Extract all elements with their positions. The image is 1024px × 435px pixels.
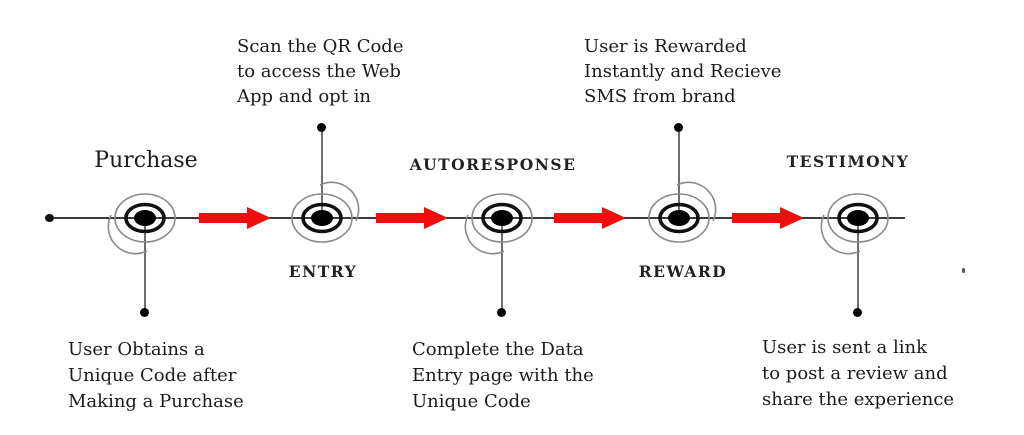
connector-line-testimony	[857, 218, 859, 310]
connector-line-entry	[321, 131, 323, 218]
annotation-line: Instantly and Recieve	[584, 61, 782, 82]
connector-line-purchase	[144, 218, 146, 310]
step-marker-reward-icon	[629, 168, 729, 268]
annotation-testimony-bottom: User is sent a link to post a review and…	[762, 335, 954, 413]
connector-endpoint-dot	[497, 308, 506, 317]
step-label-entry: ENTRY	[288, 262, 358, 281]
annotation-line: Complete the Data	[412, 339, 584, 360]
step-label-autoresponse: AUTORESPONSE	[409, 155, 577, 174]
connector-endpoint-dot	[853, 308, 862, 317]
annotation-line: User Obtains a	[68, 339, 205, 360]
step-label-reward: REWARD	[638, 262, 728, 281]
annotation-line: Scan the QR Code	[237, 36, 404, 57]
step-label-testimony: TESTIMONY	[786, 152, 910, 171]
annotation-line: User is Rewarded	[584, 36, 747, 57]
flow-arrow-icon	[732, 207, 804, 229]
step-marker-purchase-icon	[95, 168, 195, 268]
annotation-line: Unique Code	[412, 391, 531, 412]
timeline-line	[50, 217, 905, 219]
annotation-autoresponse-bottom: Complete the Data Entry page with the Un…	[412, 337, 594, 415]
annotation-reward-top: User is Rewarded Instantly and Recieve S…	[584, 34, 781, 109]
step-marker-entry-icon	[272, 168, 372, 268]
connector-endpoint-dot	[140, 308, 149, 317]
connector-endpoint-dot	[317, 123, 326, 132]
step-marker-autoresponse-icon	[452, 168, 552, 268]
step-label-purchase: Purchase	[94, 148, 198, 173]
annotation-line: Unique Code after	[68, 365, 237, 386]
flow-arrow-icon	[199, 207, 271, 229]
annotation-line: Making a Purchase	[68, 391, 244, 412]
annotation-line: User is sent a link	[762, 337, 928, 358]
connector-line-reward	[678, 131, 680, 218]
annotation-line: App and opt in	[237, 86, 371, 107]
flow-arrow-icon	[554, 207, 626, 229]
step-marker-testimony-icon	[808, 168, 908, 268]
annotation-line: SMS from brand	[584, 86, 736, 107]
annotation-entry-top: Scan the QR Code to access the Web App a…	[237, 34, 403, 109]
timeline-start-dot	[45, 214, 54, 222]
annotation-line: to access the Web	[237, 61, 401, 82]
annotation-line: to post a review and	[762, 363, 948, 384]
annotation-line: Entry page with the	[412, 365, 594, 386]
connector-line-autoresponse	[501, 218, 503, 310]
flow-arrow-icon	[376, 207, 448, 229]
annotation-line: share the experience	[762, 389, 955, 410]
annotation-purchase-bottom: User Obtains a Unique Code after Making …	[68, 337, 244, 415]
connector-endpoint-dot	[674, 123, 683, 132]
stray-mark	[962, 268, 965, 273]
